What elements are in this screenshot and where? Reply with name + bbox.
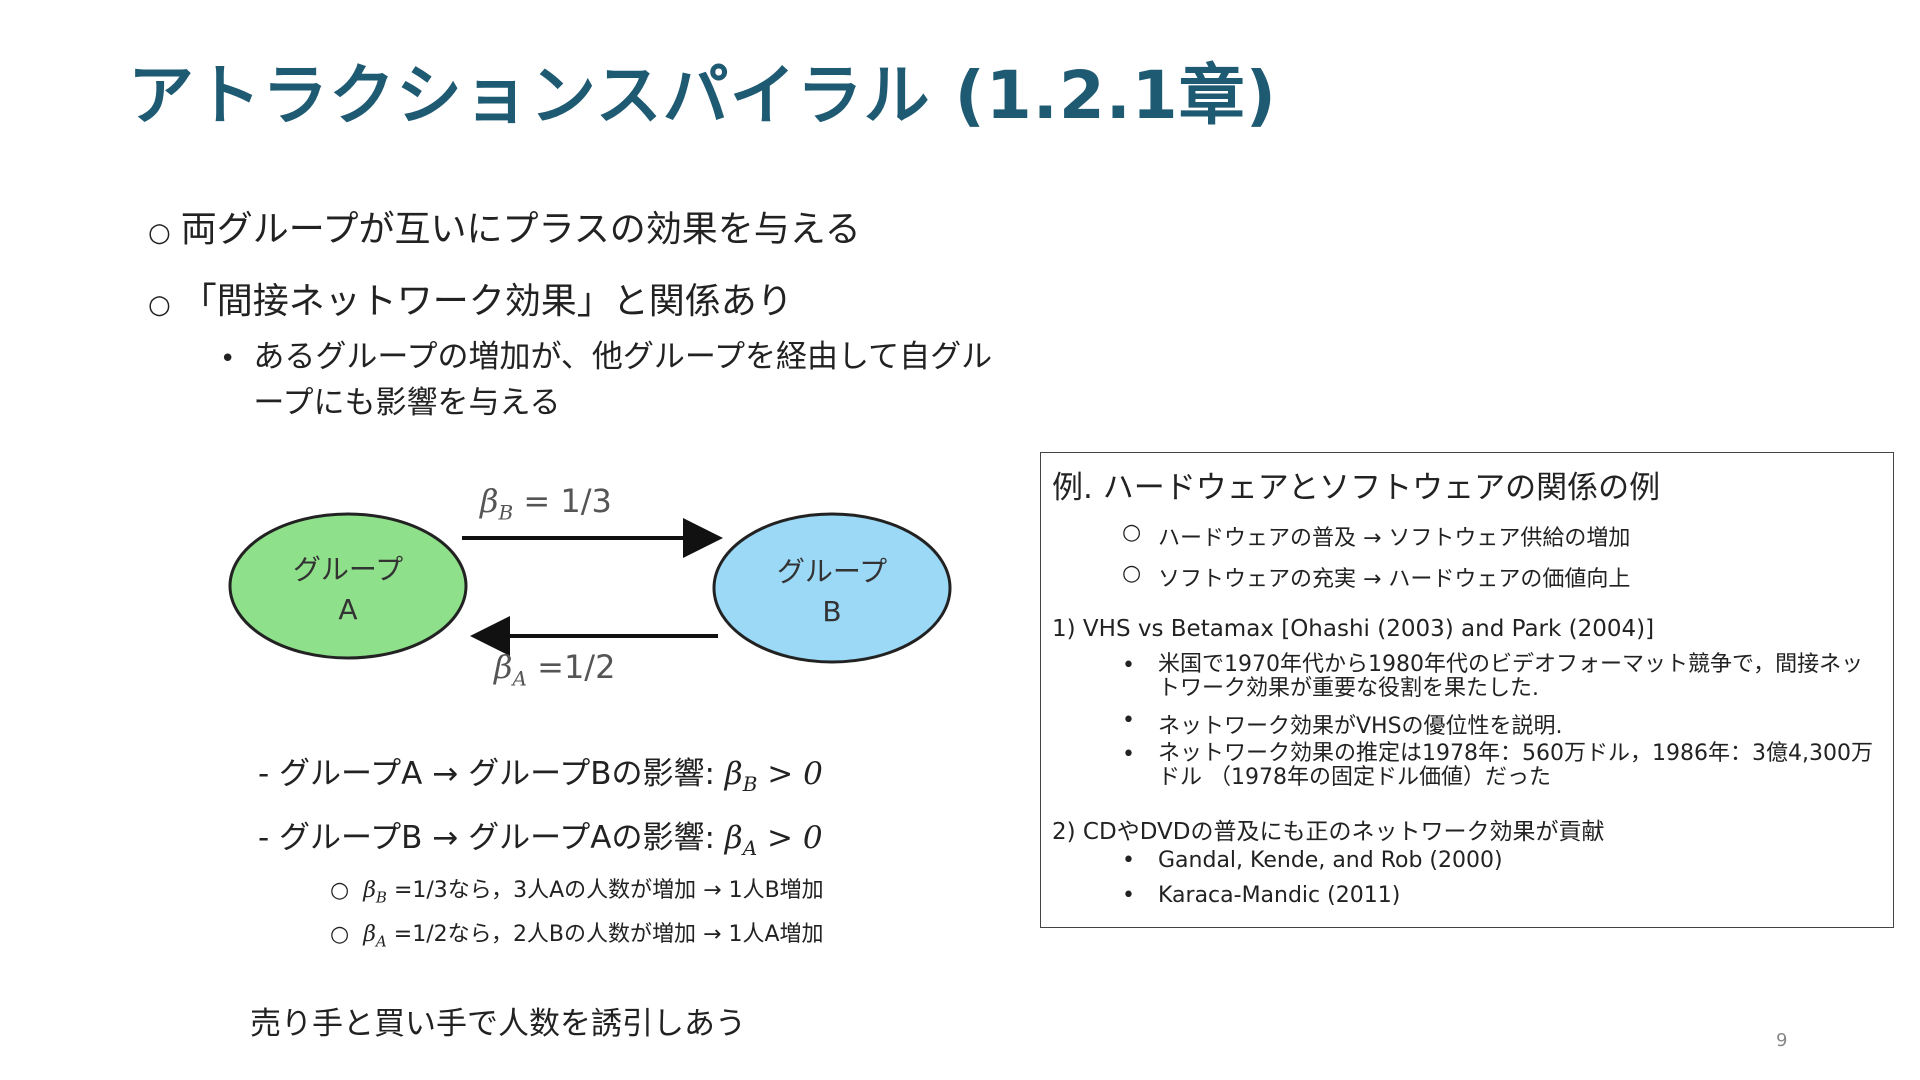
dot-bullet-icon: • xyxy=(1122,742,1135,767)
group-b-label-line2: B xyxy=(822,595,842,628)
dot-bullet-icon: • xyxy=(1122,653,1135,678)
effect-text: - グループB → グループAの影響: xyxy=(258,820,725,856)
example-line: ○ βA =1/2なら，2人Bの人数が増加 → 1人A増加 xyxy=(330,916,824,950)
case2-title: 2) CDやDVDの普及にも正のネットワーク効果が貢献 xyxy=(1052,819,1605,845)
conclusion-text: 売り手と買い手で人数を誘引しあう xyxy=(250,1006,746,1042)
beta-b-label: βB = 1/3 xyxy=(480,482,612,524)
beta-b-value: = 1/3 xyxy=(513,482,612,520)
beta-a-subscript: A xyxy=(512,666,527,691)
case2-point: • Karaca-Mandic (2011) xyxy=(1122,883,1400,908)
case1-point: • ネットワーク効果がVHSの優位性を説明. xyxy=(1122,708,1563,740)
example-symbol: β xyxy=(363,922,376,947)
bullet-item: ○ 「間接ネットワーク効果」と関係あり xyxy=(148,272,793,324)
dot-bullet-icon: • xyxy=(220,344,236,374)
effect-condition: > 0 xyxy=(757,756,823,792)
dot-bullet-icon: • xyxy=(1122,848,1135,873)
example-subscript: A xyxy=(375,932,387,951)
group-a-label-line2: A xyxy=(338,593,358,626)
beta-a-symbol: β xyxy=(494,648,513,686)
box-item-text: ソフトウェアの充実 → ハードウェアの価値向上 xyxy=(1158,567,1631,592)
case1-point: • ネットワーク効果の推定は1978年：560万ドル，1986年：3億4,300万… xyxy=(1122,742,1878,790)
example-line: ○ βB =1/3なら，3人Aの人数が増加 → 1人B増加 xyxy=(330,872,824,906)
effect-symbol: β xyxy=(724,756,743,792)
beta-a-value: =1/2 xyxy=(526,648,616,686)
box-item: ○ ソフトウェアの充実 → ハードウェアの価値向上 xyxy=(1122,561,1630,593)
sub-bullet-text: あるグループの増加が、他グループを経由して自グループにも影響を与える xyxy=(253,339,993,421)
circle-bullet-icon: ○ xyxy=(330,878,350,903)
example-box xyxy=(1040,452,1894,928)
group-b-label-line1: グループ xyxy=(776,555,888,588)
example-text: =1/3なら，3人Aの人数が増加 → 1人B増加 xyxy=(386,878,824,903)
sub-bullet-item: • あるグループの増加が、他グループを経由して自グループにも影響を与える xyxy=(220,334,1013,426)
case1-point-text: 米国で1970年代から1980年代のビデオフォーマット競争で，間接ネットワーク効… xyxy=(1158,652,1864,701)
group-a-label-line1: グループ xyxy=(292,553,404,586)
case1-point-text: ネットワーク効果がVHSの優位性を説明. xyxy=(1158,714,1563,739)
page-title: アトラクションスパイラル (1.2.1章) xyxy=(128,57,1277,134)
case1-point: • 米国で1970年代から1980年代のビデオフォーマット競争で，間接ネットワーク… xyxy=(1122,653,1878,701)
effect-line: - グループA → グループBの影響: βB > 0 xyxy=(258,748,823,796)
group-a-ellipse xyxy=(228,512,468,660)
network-effect-diagram xyxy=(228,512,952,664)
case1-point-text: ネットワーク効果の推定は1978年：560万ドル，1986年：3億4,300万ド… xyxy=(1158,741,1873,790)
group-a-label: グループ A xyxy=(282,550,414,630)
effect-condition: > 0 xyxy=(757,820,823,856)
circle-bullet-icon: ○ xyxy=(1122,520,1142,545)
example-text: =1/2なら，2人Bの人数が増加 → 1人A増加 xyxy=(386,922,824,947)
dot-bullet-icon: • xyxy=(1122,883,1135,908)
case2-point: • Gandal, Kende, and Rob (2000) xyxy=(1122,848,1503,873)
page-number: 9 xyxy=(1776,1030,1788,1051)
group-b-ellipse xyxy=(712,512,952,664)
dot-bullet-icon: • xyxy=(1122,708,1135,733)
bullet-text: 両グループが互いにプラスの効果を与える xyxy=(180,209,861,250)
group-b-label: グループ B xyxy=(766,552,898,632)
case2-point-text: Gandal, Kende, and Rob (2000) xyxy=(1158,848,1503,873)
circle-bullet-icon: ○ xyxy=(330,922,350,947)
bullet-text: 「間接ネットワーク効果」と関係あり xyxy=(180,281,793,322)
circle-bullet-icon: ○ xyxy=(148,218,171,248)
circle-bullet-icon: ○ xyxy=(148,290,171,320)
example-symbol: β xyxy=(363,878,376,903)
beta-a-label: βA =1/2 xyxy=(494,648,615,690)
effect-line: - グループB → グループAの影響: βA > 0 xyxy=(258,812,823,860)
box-item: ○ ハードウェアの普及 → ソフトウェア供給の増加 xyxy=(1122,520,1630,552)
box-item-text: ハードウェアの普及 → ソフトウェア供給の増加 xyxy=(1158,526,1631,551)
case2-point-text: Karaca-Mandic (2011) xyxy=(1158,883,1401,908)
case1-title: 1) VHS vs Betamax [Ohashi (2003) and Par… xyxy=(1052,616,1655,642)
effect-symbol: β xyxy=(724,820,743,856)
circle-bullet-icon: ○ xyxy=(1122,561,1142,586)
effect-text: - グループA → グループBの影響: xyxy=(258,756,725,792)
beta-b-subscript: B xyxy=(498,500,514,525)
bullet-item: ○ 両グループが互いにプラスの効果を与える xyxy=(148,200,861,252)
beta-b-symbol: β xyxy=(480,482,499,520)
example-box-title: 例. ハードウェアとソフトウェアの関係の例 xyxy=(1052,470,1661,506)
effect-subscript: A xyxy=(742,836,758,861)
effect-subscript: B xyxy=(742,772,758,797)
example-subscript: B xyxy=(375,888,387,907)
